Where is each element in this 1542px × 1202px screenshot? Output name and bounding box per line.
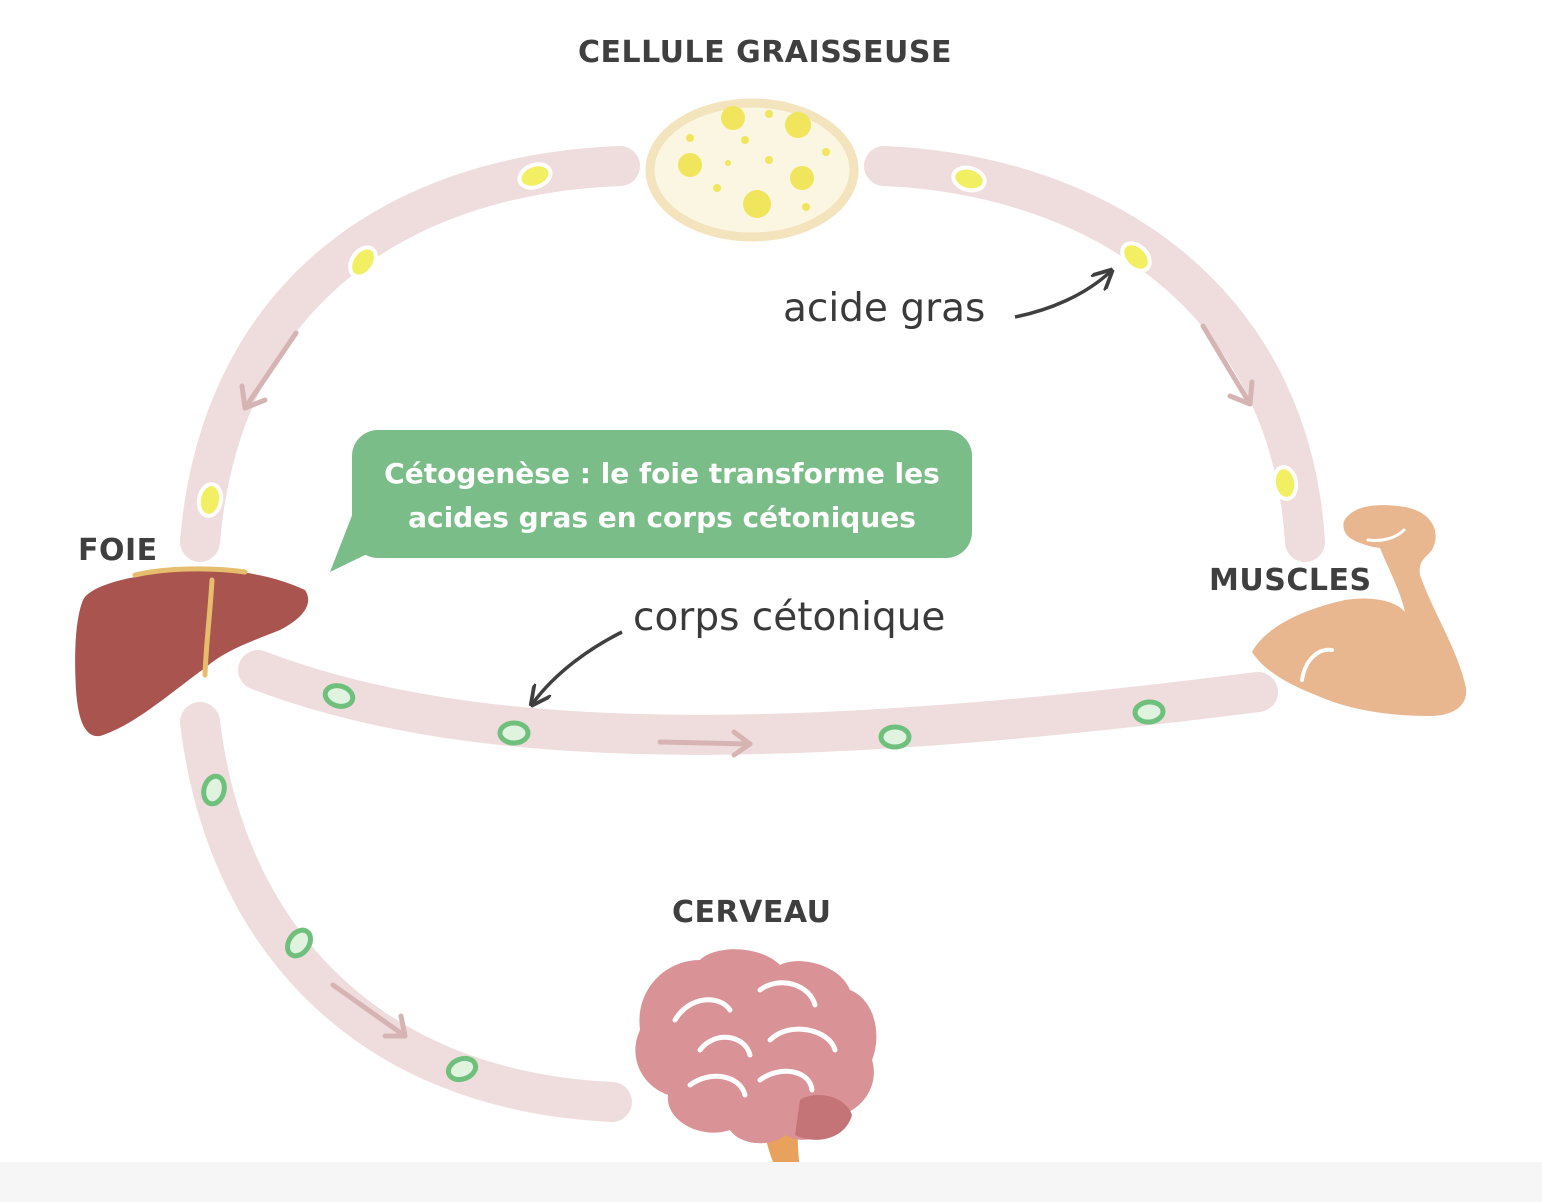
callout-line-1: Cétogenèse : le foie transforme les [384, 457, 940, 490]
fatty-acid-particle [196, 482, 224, 518]
ketone-particle [445, 1055, 479, 1083]
ketone-particle [201, 773, 227, 807]
muscle-arm-icon [1252, 505, 1467, 716]
ketone-particle [1132, 699, 1166, 725]
liver-icon [75, 566, 309, 737]
bottom-strip [0, 1162, 1542, 1202]
ketone-particle [878, 724, 912, 750]
callout-line-2: acides gras en corps cétoniques [408, 501, 916, 534]
ketone-particle [322, 683, 356, 709]
vessel-liver-to-brain [180, 702, 632, 1122]
ketone-body-annotation: corps cétonique [633, 595, 946, 640]
fat-cell-label: CELLULE GRAISSEUSE [578, 35, 953, 70]
ketone-particle [285, 927, 313, 959]
flow-arrow-right-down [1200, 323, 1255, 407]
brain-icon [635, 949, 877, 1175]
fatty-acid-particle [348, 245, 378, 279]
flow-arrow-to-brain [330, 982, 408, 1039]
liver-label: FOIE [78, 533, 158, 568]
vessel-liver-to-muscles [238, 650, 1278, 755]
muscles-label: MUSCLES [1209, 563, 1372, 598]
ketogenesis-callout: Cétogenèse : le foie transforme les acid… [352, 430, 972, 558]
ketone-pointer-arrow [533, 630, 623, 703]
fatty-acid-pointer-arrow [1014, 272, 1110, 319]
flow-arrow-left-down [239, 330, 299, 411]
fat-cell-icon [645, 98, 859, 242]
fatty-acid-particle [951, 165, 987, 193]
fatty-acid-particle [517, 162, 553, 190]
ketone-particle [497, 720, 531, 746]
brain-label: CERVEAU [672, 895, 832, 930]
fatty-acid-particle [1271, 465, 1299, 501]
fatty-acid-annotation: acide gras [783, 286, 986, 331]
flow-arrow-right [657, 729, 753, 758]
fatty-acid-particle [1120, 241, 1152, 273]
